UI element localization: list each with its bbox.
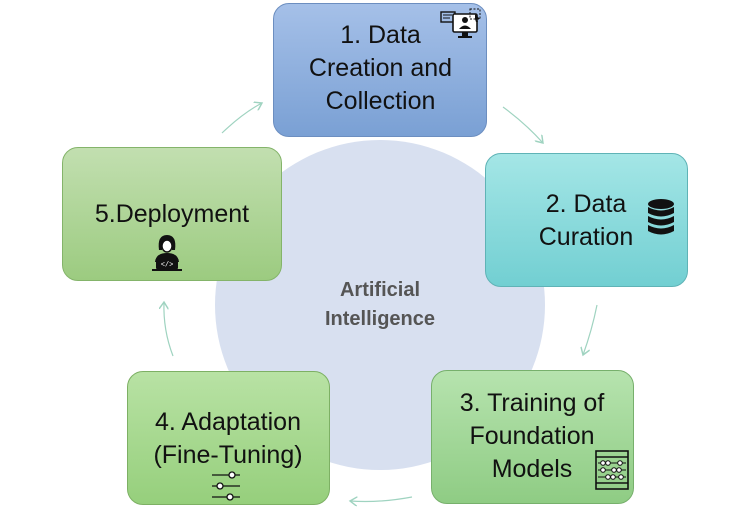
- svg-text:</>: </>: [161, 262, 174, 270]
- monitor-user-icon: [440, 8, 481, 38]
- center-label: Artificial Intelligence: [324, 279, 436, 330]
- step-1-label: 1. Data Creation and Collection: [308, 21, 453, 115]
- step-3-label: 3. Training of Foundation Models: [459, 389, 605, 483]
- arrow-3-to-4: [350, 497, 413, 502]
- step-5-label: 5.Deployment: [94, 200, 250, 228]
- database-icon: [648, 199, 674, 235]
- step-4-label: 4. Adaptation (Fine-Tuning): [153, 408, 303, 469]
- arrow-4-to-5: [164, 302, 174, 357]
- arrow-5-to-1: [221, 103, 262, 134]
- abacus-icon: [595, 450, 629, 490]
- arrow-1-to-2: [502, 106, 543, 143]
- sliders-icon: [212, 471, 240, 501]
- step-1-box: [273, 3, 487, 137]
- arrow-2-to-3: [583, 304, 598, 355]
- step-4-box: [127, 371, 330, 505]
- step-2-label: 2. Data Curation: [538, 190, 634, 251]
- developer-icon: </>: [152, 235, 182, 271]
- step-3-box: [431, 370, 634, 504]
